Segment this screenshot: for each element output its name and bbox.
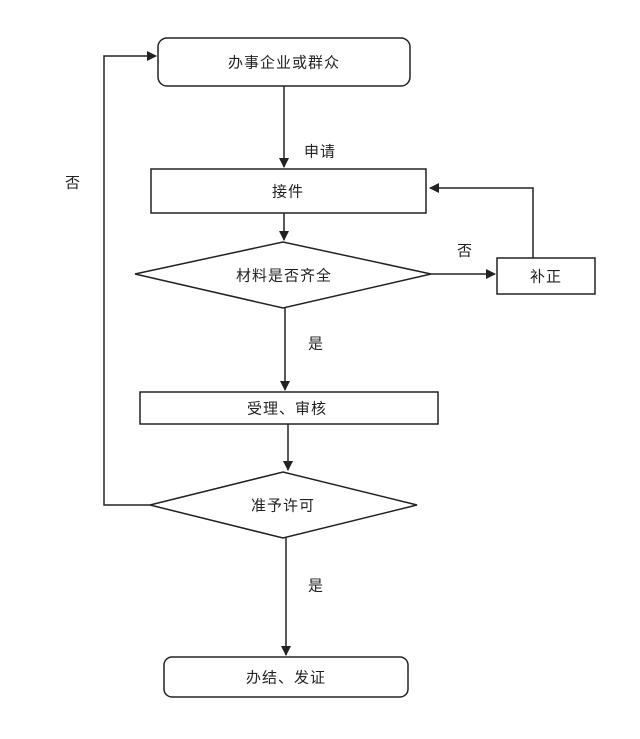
edge-supplement-to-receive bbox=[429, 183, 534, 258]
edge-label-approve-yes: 是 bbox=[307, 576, 325, 595]
edge-label-approve-no: 否 bbox=[64, 173, 82, 192]
edge-label-apply: 申请 bbox=[303, 142, 337, 161]
approve-node-label: 准予许可 bbox=[250, 496, 316, 515]
supplement-node bbox=[496, 257, 596, 295]
accept-review-node-label: 受理、审核 bbox=[246, 399, 328, 418]
edge-label-materials-no: 否 bbox=[456, 241, 474, 260]
accept-review-node bbox=[139, 391, 439, 425]
receive-node-label: 接件 bbox=[271, 182, 305, 201]
issue-node-label: 办结、发证 bbox=[245, 668, 327, 687]
edge-approve-back-to-start bbox=[103, 51, 157, 506]
check-materials-node-label: 材料是否齐全 bbox=[235, 266, 333, 285]
approve-node bbox=[149, 471, 418, 539]
receive-node bbox=[150, 168, 427, 214]
issue-node bbox=[163, 656, 409, 698]
edge-label-materials-yes: 是 bbox=[307, 334, 325, 353]
start-node-label: 办事企业或群众 bbox=[227, 53, 341, 72]
supplement-node-label: 补正 bbox=[529, 267, 563, 286]
